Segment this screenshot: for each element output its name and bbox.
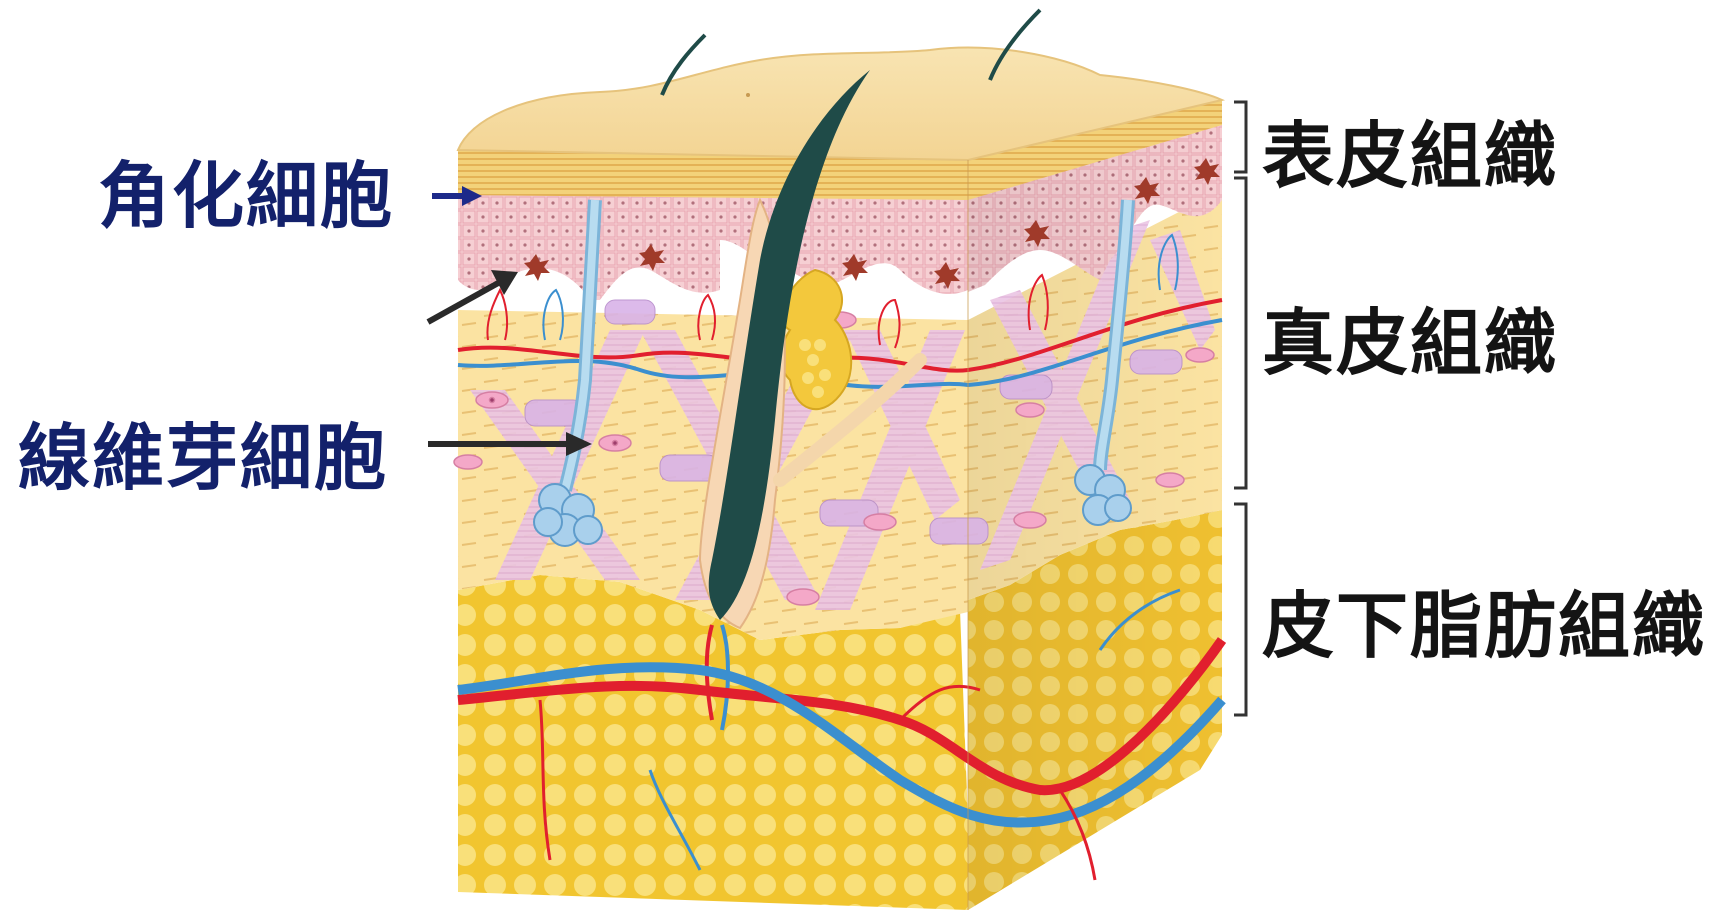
epidermis-bracket (1234, 102, 1246, 172)
subcutis-bracket (1234, 504, 1246, 715)
epidermis-label: 表皮組織 (1262, 120, 1558, 192)
fibroblast-label: 線維芽細胞 (18, 422, 388, 494)
keratinocyte-label: 角化細胞 (98, 160, 394, 232)
dermis-label: 真皮組織 (1262, 307, 1558, 379)
layer-brackets (1234, 102, 1246, 715)
subcutaneous-fat-label: 皮下脂肪組織 (1262, 590, 1706, 662)
dermis-bracket (1234, 178, 1246, 488)
